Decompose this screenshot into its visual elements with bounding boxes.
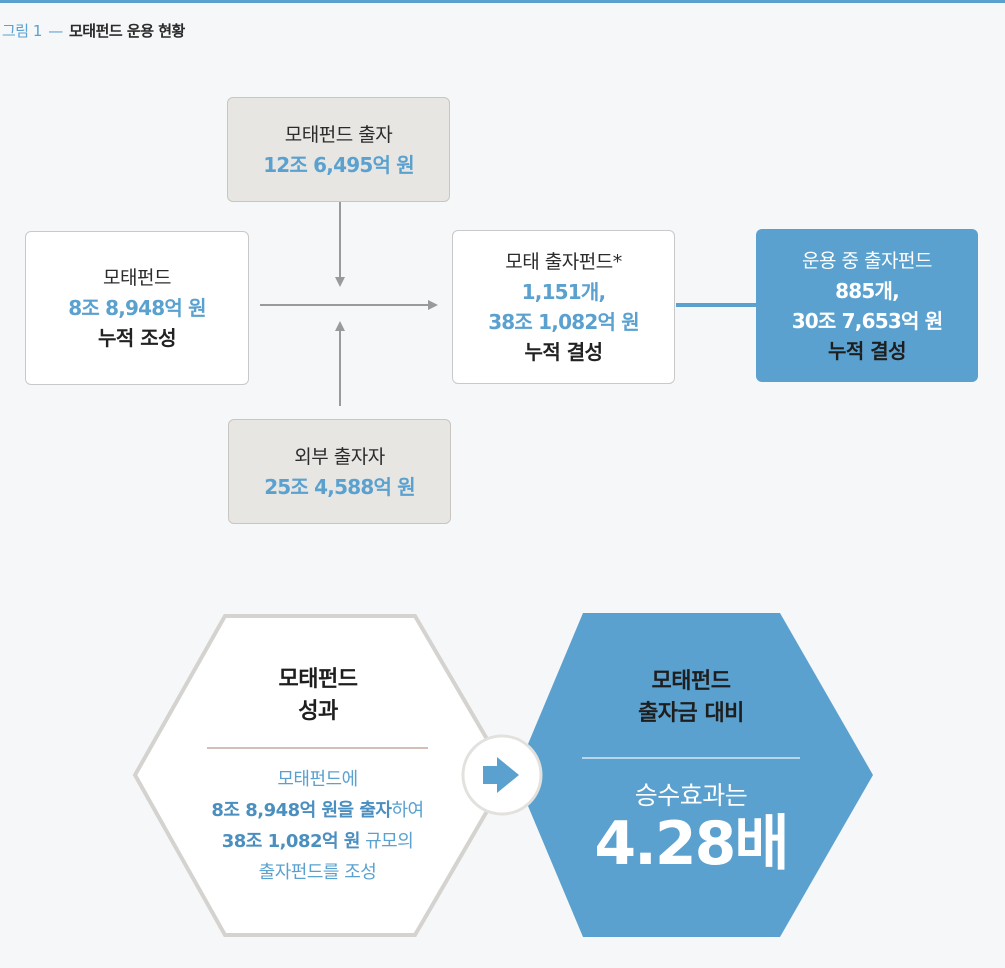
figure-title: 모태펀드 운용 현황	[68, 22, 185, 40]
figure-number: 그림 1	[2, 22, 42, 40]
multiplier-title-line1: 모태펀드	[651, 669, 731, 694]
figure-separator: —	[48, 22, 63, 40]
parent-fund-amount: 38조 1,082억 원	[488, 310, 639, 334]
multiplier-title: 모태펀드 출자금 대비	[580, 666, 802, 730]
fund-creation-label: 모태펀드	[103, 267, 171, 289]
fund-investment-label: 모태펀드 출자	[284, 123, 393, 146]
figure-caption: 그림 1 — 모태펀드 운용 현황	[2, 20, 185, 41]
performance-line3-bold: 38조 1,082억 원	[221, 831, 361, 852]
fund-creation-note: 누적 조성	[97, 326, 177, 350]
performance-title-line2: 성과	[298, 699, 338, 724]
performance-line4: 출자펀드를 조성	[258, 862, 377, 883]
performance-line1: 모태펀드에	[277, 769, 358, 790]
performance-description: 모태펀드에 8조 8,948억 원을 출자하여 38조 1,082억 원 규모의…	[165, 764, 470, 888]
parent-fund-label: 모태 출자펀드*	[505, 251, 622, 273]
multiplier-result: 승수효과는 4.28배	[560, 776, 822, 876]
fund-creation-box: 모태펀드 8조 8,948억 원 누적 조성	[25, 231, 249, 385]
operating-fund-box: 운용 중 출자펀드 885개, 30조 7,653억 원 누적 결성	[756, 229, 978, 382]
parent-fund-note: 누적 결성	[524, 340, 603, 364]
performance-hexagon-left	[132, 614, 511, 937]
multiplier-hexagon-right	[515, 613, 873, 937]
performance-line2-rest: 하여	[391, 800, 425, 821]
parent-fund-count: 1,151개,	[521, 280, 606, 304]
operating-fund-count: 885개,	[835, 278, 900, 303]
performance-line3-rest: 규모의	[359, 831, 414, 852]
operating-fund-note: 누적 결성	[827, 338, 907, 363]
fund-investment-value: 12조 6,495억 원	[263, 152, 414, 177]
operating-fund-amount: 30조 7,653억 원	[791, 308, 943, 333]
flow-connectors	[260, 202, 756, 406]
right-arrow-icon	[483, 757, 519, 793]
parent-fund-box: 모태 출자펀드* 1,151개, 38조 1,082억 원 누적 결성	[452, 230, 675, 384]
performance-title: 모태펀드 성과	[208, 664, 428, 728]
multiplier-subtitle: 승수효과는	[634, 781, 748, 810]
fund-investment-box: 모태펀드 출자 12조 6,495억 원	[227, 97, 450, 202]
multiplier-value: 4.28배	[594, 809, 789, 879]
performance-title-line1: 모태펀드	[278, 667, 358, 692]
performance-line3: 38조 1,082억 원 규모의	[165, 826, 470, 857]
top-accent-line	[0, 0, 1005, 3]
external-investor-value: 25조 4,588억 원	[264, 474, 415, 499]
fund-creation-value: 8조 8,948억 원	[68, 296, 206, 320]
performance-line2-bold: 8조 8,948억 원을 출자	[211, 800, 392, 821]
operating-fund-label: 운용 중 출자펀드	[802, 249, 932, 272]
external-investor-label: 외부 출자자	[294, 445, 385, 468]
external-investor-box: 외부 출자자 25조 4,588억 원	[228, 419, 451, 524]
multiplier-title-line2: 출자금 대비	[638, 701, 744, 726]
performance-line2: 8조 8,948억 원을 출자하여	[165, 795, 470, 826]
performance-hexagons	[132, 613, 873, 937]
